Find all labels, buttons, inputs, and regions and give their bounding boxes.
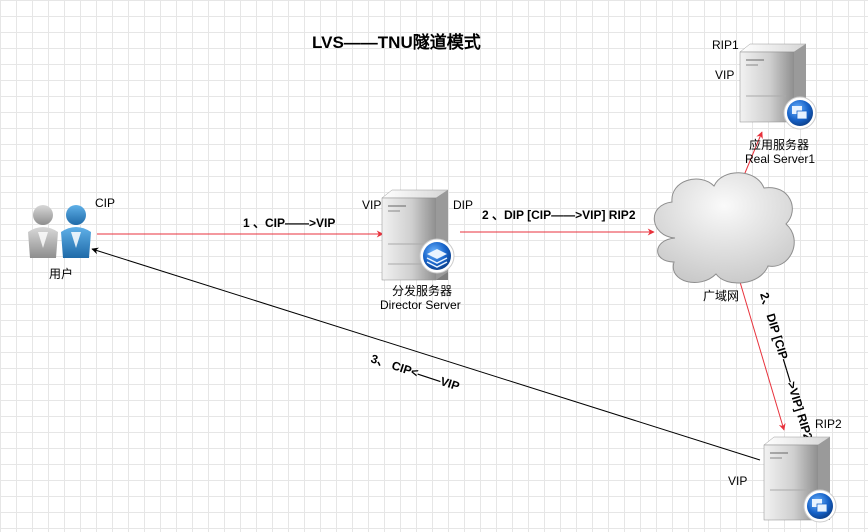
user-label: 用户 <box>49 266 73 281</box>
label-step2b: 2、 DIP [CIP——>VIP] RIP2 <box>757 291 815 442</box>
rs2-vip-label: VIP <box>728 474 747 488</box>
director-name-cn: 分发服务器 <box>392 283 452 298</box>
director-vip-label: VIP <box>362 198 381 212</box>
real-server2-icon <box>763 436 837 523</box>
arrow-step2b <box>739 281 786 431</box>
user-icon <box>28 205 91 258</box>
rs1-name-en: Real Server1 <box>745 152 815 166</box>
real-server1-icon <box>739 43 817 130</box>
wan-cloud-icon <box>653 172 795 284</box>
rs1-vip-label: VIP <box>715 68 734 82</box>
label-step2a: 2 、DIP [CIP——>VIP] RIP2 <box>482 208 636 222</box>
wan-label: 广域网 <box>703 289 739 303</box>
director-name-en: Director Server <box>380 298 461 312</box>
label-step3: 3、 CIP<——VIP <box>369 352 461 394</box>
director-dip-label: DIP <box>453 198 473 212</box>
rs1-rip-label: RIP1 <box>712 38 739 52</box>
diagram-title: LVS——TNU隧道模式 <box>312 32 481 52</box>
arrow-step3 <box>91 247 761 461</box>
label-step1: 1 、CIP——>VIP <box>243 216 335 230</box>
user-ip-label: CIP <box>95 196 115 210</box>
director-server-icon <box>381 189 455 281</box>
rs2-rip-label: RIP2 <box>815 417 842 431</box>
rs1-name-cn: 应用服务器 <box>749 137 809 152</box>
